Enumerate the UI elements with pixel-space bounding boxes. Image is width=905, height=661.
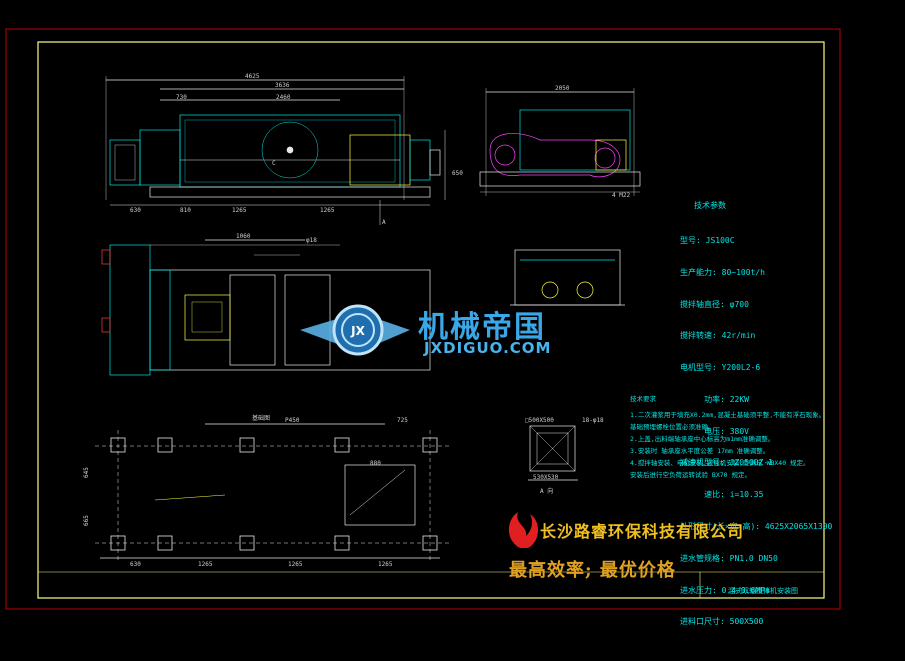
inner-frame (37, 41, 825, 599)
notes-heading: 技术要求 (630, 395, 656, 403)
dim-front-b1: 630 (130, 207, 141, 214)
watermark-en: JXDIGUO.COM (424, 339, 552, 357)
dim-found-left2: 665 (83, 515, 90, 526)
spec-row: 减速机型号: JZ0500Z-1 (680, 458, 773, 468)
slogan: 最高效率; 最优价格 (509, 560, 676, 581)
note-row: 4.搅拌轴安装、电机安装,减速机安装,应满足 WBX40 规定。 (630, 459, 810, 467)
spec-row: 生产能力: 80~100t/h (680, 267, 765, 277)
dim-found-label: 基础图 (252, 414, 270, 422)
company-name: 长沙路睿环保科技有限公司 (540, 522, 745, 541)
note-row: 3.安装时 轴承座水平度公差 17mm 准确调整。 (630, 447, 770, 455)
dim-side-width: 2050 (555, 85, 570, 92)
dim-found-b2: 1265 (198, 561, 213, 568)
spec-row: 功率: 22KW (680, 394, 749, 404)
dim-front-b2: 810 (180, 207, 191, 214)
section-label-a: A (382, 219, 386, 226)
company-logo-icon (508, 512, 539, 548)
spec-row: 进料口尺寸: 500X500 (680, 617, 764, 627)
note-row: 1.二次灌浆用于填充X0.2mm,混凝土基础须平整,不能有浮石现象。 (630, 411, 826, 419)
dim-found-b4: 1265 (378, 561, 393, 568)
foundation-dims: 基础图 P450 725 645 665 630 1265 1265 1265 … (83, 414, 408, 568)
dim-found-b1: 630 (130, 561, 141, 568)
section-label-c: C (272, 160, 276, 167)
drawing-title: 混式双轴搅拌机安装图 (728, 587, 798, 595)
detail-label: A 向 (540, 487, 553, 495)
dim-front-inner: 3636 (275, 82, 290, 89)
dim-found-left1: 645 (83, 467, 90, 478)
side-view (479, 88, 641, 196)
dim-detail-right: 18-φ18 (582, 417, 604, 424)
spec-row: 进水管规格: PN1.0 DN50 (680, 553, 778, 563)
dim-found-top-right: 725 (397, 417, 408, 424)
foundation-view (95, 423, 450, 560)
spec-row: 外形尺寸(长×宽×高): 4625X2065X1300 (680, 522, 833, 531)
side-section-view (510, 249, 625, 306)
watermark-emblem-text: JX (350, 324, 365, 338)
note-row: 2.上盖,出料端轴承座中心标高为m1mm准确调整。 (630, 435, 775, 443)
spec-row: 进水压力: 0.4~0.6MPa (680, 585, 770, 595)
spec-row: 电压: 380V (680, 426, 749, 436)
dim-front-b3: 1265 (232, 207, 247, 214)
dim-front-total: 4625 (245, 73, 260, 80)
watermark-emblem: JX (300, 304, 410, 356)
spec-row: 速比: i=10.35 (680, 490, 764, 500)
front-view (105, 76, 446, 225)
dim-front-b4: 1265 (320, 207, 335, 214)
note-row: 安装后进行空负荷运转试验 BX70 规定。 (630, 471, 751, 479)
dim-plan: 1060 (236, 233, 251, 240)
outer-frame (5, 28, 841, 610)
detail-a-view (528, 425, 578, 481)
spec-row: 电机型号: Y200L2-6 (680, 363, 761, 373)
plan-view (101, 239, 431, 376)
spec-row: 搅拌轴直径: φ700 (680, 299, 749, 309)
dim-front-left: 730 (176, 94, 187, 101)
dim-detail-top: □500X500 (525, 417, 554, 424)
dim-side-bottom: 4 M22 (612, 192, 630, 199)
foundation-bolts (110, 437, 438, 551)
spec-heading: 技术参数 (694, 201, 726, 211)
note-row: 基础预埋螺栓位置必须准确。 (630, 423, 715, 431)
dim-front-height: 650 (452, 170, 463, 177)
spec-row: 搅拌转速: 42r/min (680, 331, 756, 341)
dim-detail-bottom: 530X530 (533, 474, 559, 481)
watermark-cn: 机械帝国 (418, 310, 546, 345)
dim-plan-phi: φ18 (306, 237, 317, 244)
dim-found-b3: 1265 (288, 561, 303, 568)
front-view-dims: 4625 3636 730 2460 630 810 1265 1265 650… (130, 73, 463, 226)
spec-row: 型号: JS100C (680, 235, 735, 245)
dim-found-top: P450 (285, 417, 300, 424)
dim-front-mid: 2460 (276, 94, 291, 101)
dim-found-inner: 880 (370, 460, 381, 467)
spec-table: 技术参数 型号: JS100C 生产能力: 80~100t/h 搅拌轴直径: φ… (680, 180, 832, 639)
technical-notes: 技术要求 1.二次灌浆用于填充X0.2mm,混凝土基础须平整,不能有浮石现象。 … (630, 393, 825, 481)
